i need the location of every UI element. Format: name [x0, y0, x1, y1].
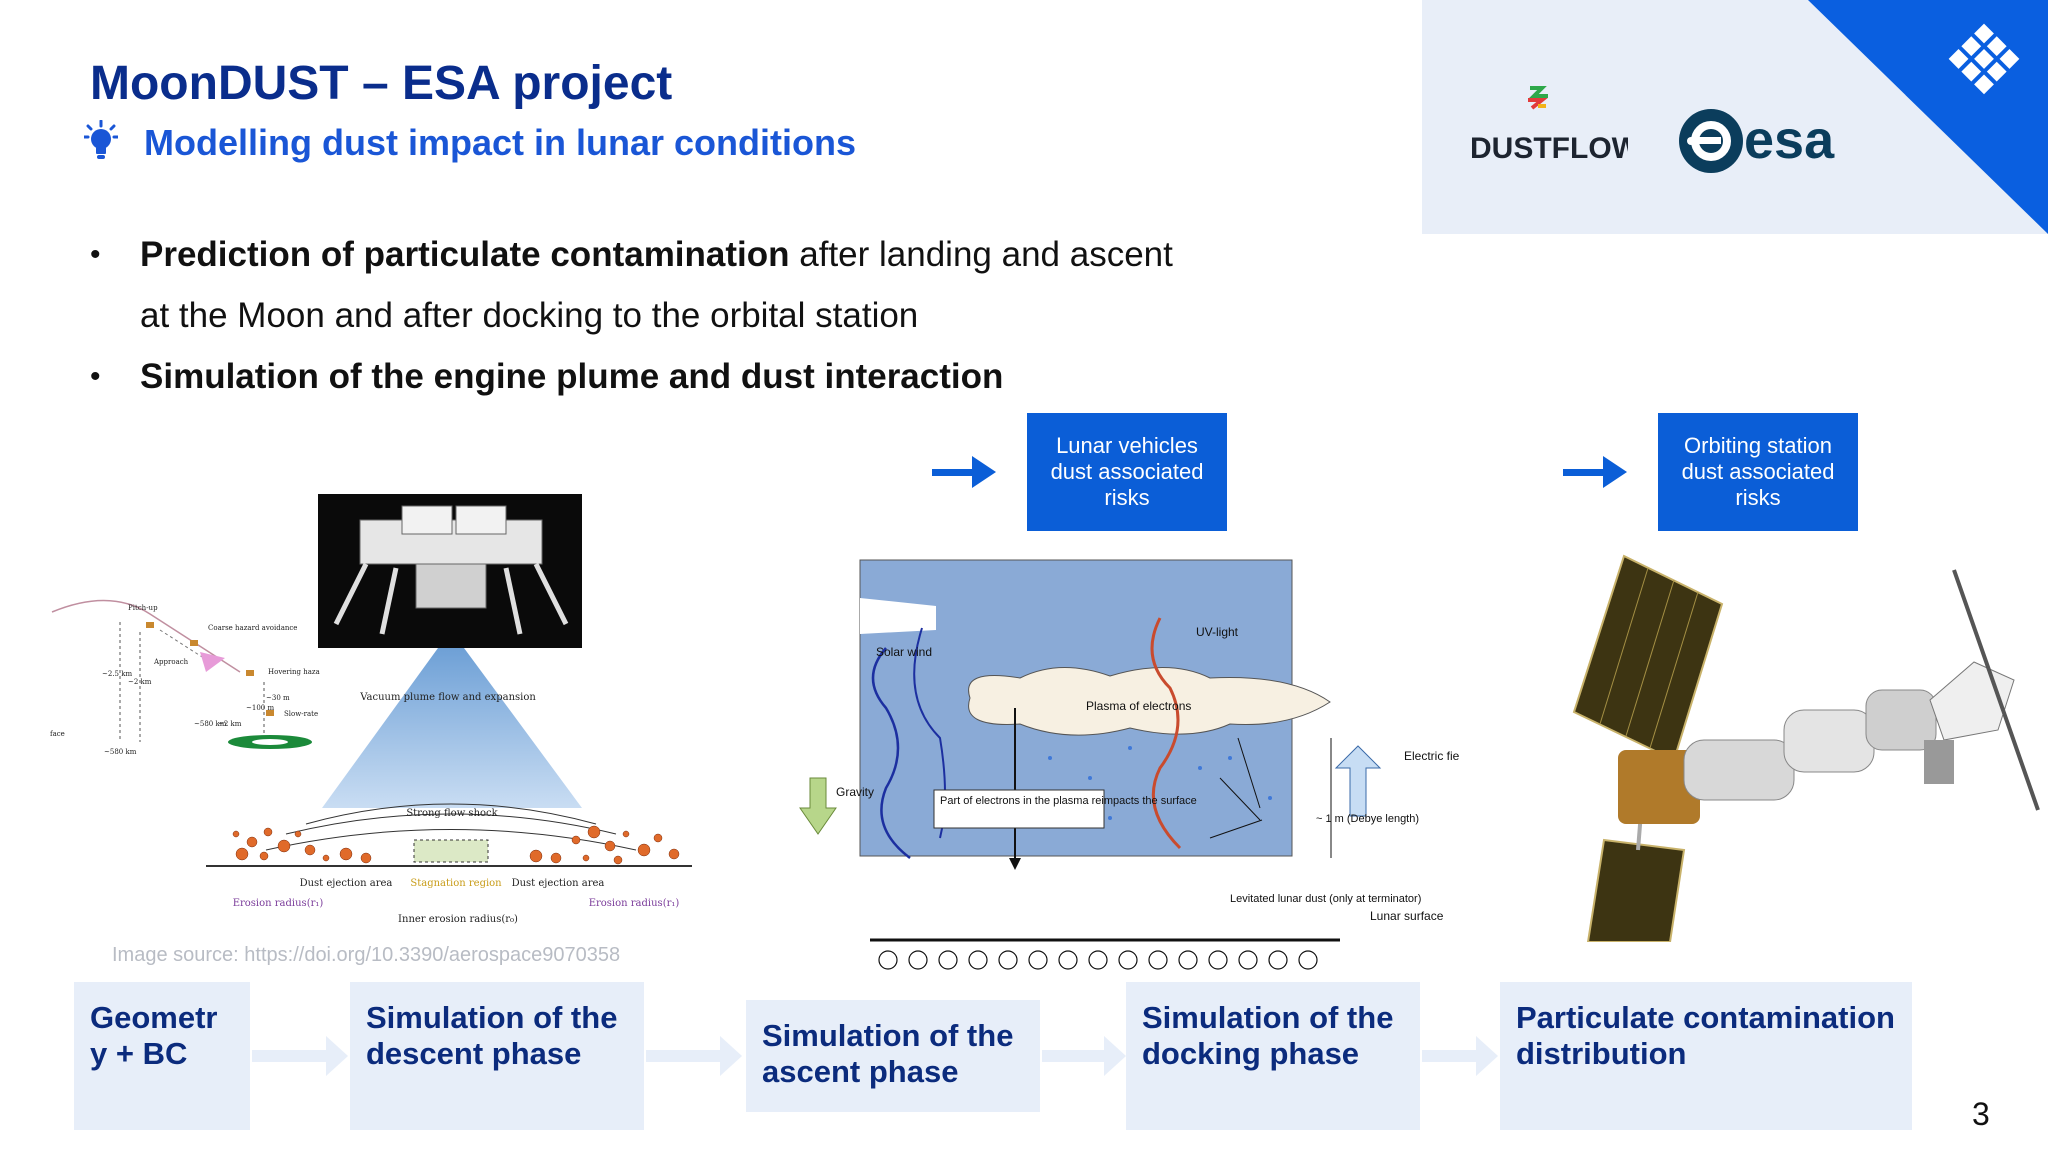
dust-particles	[232, 825, 680, 865]
flow-step-ascent: Simulation of the ascent phase	[746, 1000, 1040, 1112]
landing-trajectory-figure: Pitch-up Coarse hazard avoidance Approac…	[50, 599, 320, 756]
stagnation-label: Stagnation region	[410, 878, 502, 889]
shock-label: Strong flow shock	[406, 808, 498, 819]
trajectory-label: Hovering hazard avoidance	[268, 668, 320, 676]
image-source: Image source: https://doi.org/10.3390/ae…	[112, 944, 621, 966]
lander-icon	[333, 505, 569, 635]
trajectory-label: Coarse hazard avoidance	[208, 624, 297, 632]
dustflow-logo: DUSTFLOW	[1468, 82, 1641, 172]
flow-arrow-icon	[1422, 1036, 1498, 1076]
space-station-figure	[1572, 554, 2040, 942]
bullet-bold-text: Prediction of particulate contamination	[140, 235, 790, 274]
plume-dust-figure: Vacuum plume flow and expansion Strong f…	[206, 494, 692, 925]
reimpact-label: Part of electrons in the plasma reimpact…	[940, 795, 1197, 807]
esa-wordmark: esa	[1744, 110, 1835, 170]
flow-step-docking: Simulation of the docking phase	[1126, 982, 1420, 1130]
levitated-dust-label: Levitated lunar dust (only at terminator…	[1230, 893, 1421, 905]
ejection-area-label: Dust ejection area	[512, 878, 605, 889]
right-arrow-icon	[1563, 456, 1627, 488]
slide-subtitle: Modelling dust impact in lunar condition…	[144, 121, 857, 163]
flow-step-contamination: Particulate contamination distribution	[1500, 982, 1912, 1130]
flow-arrow-icon	[252, 1036, 348, 1076]
trajectory-label: Pitch-up	[128, 604, 158, 612]
trajectory-dimension: ~2 km	[218, 720, 242, 728]
trajectory-label: face	[50, 730, 65, 738]
bullet-text: after landing and ascent at the Moon and…	[140, 235, 1173, 335]
orbiting-risk-box: Orbiting station dust associated risks	[1658, 413, 1858, 531]
flow-arrow-icon	[646, 1036, 742, 1076]
erosion-radius-label: Erosion radius(r₁)	[589, 898, 680, 909]
esa-corner-graphic	[1808, 0, 2048, 234]
right-arrow-icon	[932, 456, 996, 488]
dustflow-wordmark: DUSTFLOW	[1470, 132, 1628, 165]
lunar-risk-box: Lunar vehicles dust associated risks	[1027, 413, 1227, 531]
trajectory-dimension: ~580 km	[194, 720, 227, 728]
bullet-item: Simulation of the engine plume and dust …	[88, 346, 1188, 407]
trajectory-label: Approach	[153, 658, 189, 666]
bullet-item: Prediction of particulate contamination …	[88, 224, 1188, 346]
page-number: 3	[1972, 1096, 1990, 1132]
debye-label: ~ 1 m (Debye length)	[1316, 813, 1419, 825]
subtitle-row: Modelling dust impact in lunar condition…	[82, 119, 857, 165]
logo-panel: DUSTFLOW esa	[1422, 0, 2048, 234]
trajectory-dimension: ~30 m	[266, 694, 290, 702]
inner-erosion-label: Inner erosion radius(r₀)	[398, 914, 518, 925]
erosion-radius-label: Erosion radius(r₁)	[233, 898, 324, 909]
flow-step-geometry: Geometr y + BC	[74, 982, 250, 1130]
bullet-list: Prediction of particulate contamination …	[88, 224, 1188, 407]
plume-cone	[322, 648, 582, 808]
plume-label: Vacuum plume flow and expansion	[359, 692, 536, 703]
plasma-environment-figure: Solar wind UV-light Plasma of electrons …	[799, 559, 1460, 970]
trajectory-dimension: ~100 m	[246, 704, 274, 712]
trajectory-dimension: ~2.5 km	[102, 670, 132, 678]
plasma-label: Plasma of electrons	[1086, 699, 1191, 713]
slide-title: MoonDUST – ESA project	[90, 57, 673, 110]
flow-arrow-icon	[1042, 1036, 1126, 1076]
lunar-surface-label: Lunar surface	[1370, 909, 1444, 923]
trajectory-label: Slow-rate descent	[284, 710, 320, 718]
lightbulb-icon	[82, 119, 120, 165]
gravity-label: Gravity	[836, 785, 874, 799]
electric-field-label: Electric field	[1404, 749, 1460, 763]
esa-logo: esa	[1678, 108, 1852, 174]
flow-step-descent: Simulation of the descent phase	[350, 982, 644, 1130]
trajectory-dimension: ~580 km	[104, 748, 137, 756]
ejection-area-label: Dust ejection area	[300, 878, 393, 889]
solar-wind-label: Solar wind	[876, 645, 932, 659]
bullet-bold-text: Simulation of the engine plume and dust …	[140, 357, 1004, 396]
uv-light-label: UV-light	[1196, 625, 1239, 639]
trajectory-dimension: ~2 km	[128, 678, 152, 686]
